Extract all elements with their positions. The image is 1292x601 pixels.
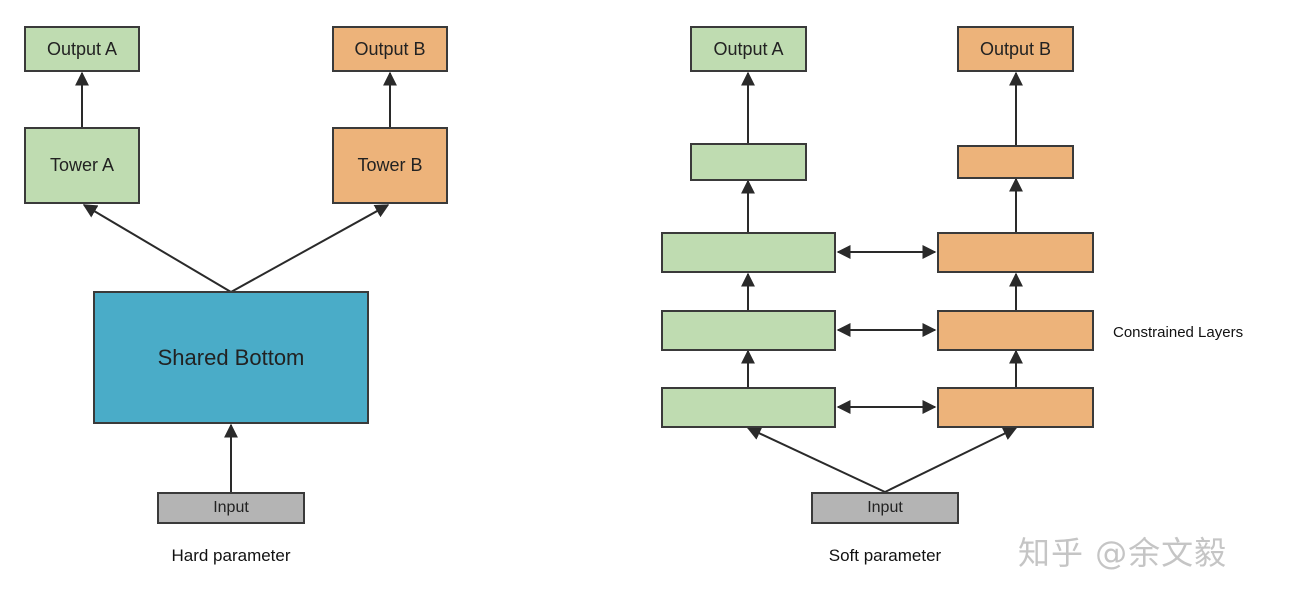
soft-output-a-box: Output A (690, 26, 807, 72)
hard-tower-b-box: Tower B (332, 127, 448, 204)
soft-orange-layer-3 (937, 232, 1094, 273)
soft-orange-layer-1 (937, 387, 1094, 428)
arrow-soft-input-to-orange (884, 427, 1018, 493)
soft-parameter-caption: Soft parameter (828, 546, 942, 565)
hard-output-a-box: Output A (24, 26, 140, 72)
arrow-soft-input-to-green (746, 426, 886, 493)
hard-tower-b-label: Tower B (357, 155, 423, 175)
soft-input-label: Input (867, 499, 903, 516)
hard-tower-a-label: Tower A (49, 155, 115, 175)
constrained-layers-label: Constrained Layers (1113, 324, 1244, 341)
hard-parameter-caption: Hard parameter (171, 546, 291, 565)
soft-green-layer-2 (661, 310, 836, 351)
hard-output-b-box: Output B (332, 26, 448, 72)
soft-orange-layer-2 (937, 310, 1094, 351)
hard-input-box: Input (157, 492, 305, 524)
soft-green-layer-3 (661, 232, 836, 273)
hard-tower-a-box: Tower A (24, 127, 140, 204)
hard-input-label: Input (213, 499, 249, 516)
soft-output-a-label: Output A (713, 38, 784, 59)
arrow-shared-to-tower-b (230, 204, 390, 293)
hard-shared-bottom-box: Shared Bottom (93, 291, 369, 424)
soft-output-b-box: Output B (957, 26, 1074, 72)
watermark-text: 知乎 @余文毅 (1018, 534, 1228, 572)
hard-output-b-label: Output B (354, 38, 426, 59)
soft-green-layer-1 (661, 387, 836, 428)
arrow-shared-to-tower-a (82, 204, 232, 293)
soft-output-b-label: Output B (979, 38, 1052, 59)
hard-shared-bottom-label: Shared Bottom (157, 344, 305, 370)
soft-input-box: Input (811, 492, 959, 524)
soft-green-tower-box (690, 143, 807, 181)
hard-output-a-label: Output A (46, 38, 118, 59)
soft-orange-tower-box (957, 145, 1074, 179)
